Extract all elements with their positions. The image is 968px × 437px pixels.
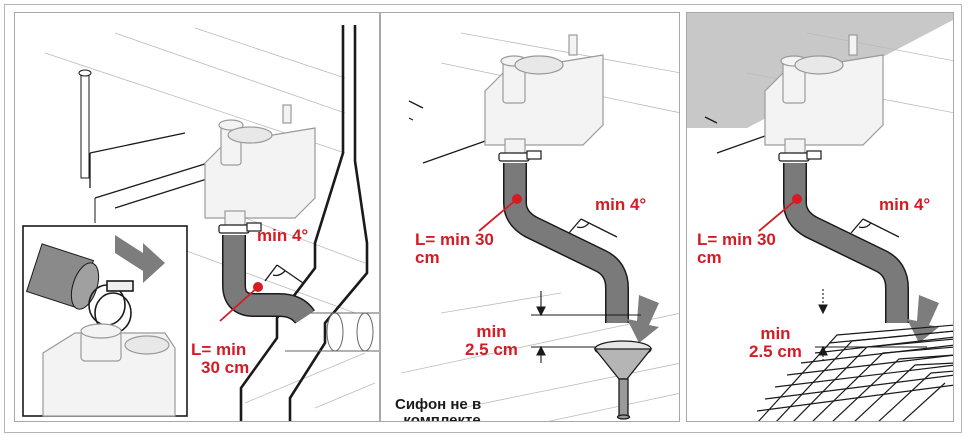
floor-grate-drain-illustration — [687, 13, 953, 421]
length-callout-line — [758, 198, 798, 232]
slope-angle-label: min 4° — [257, 226, 309, 245]
hose-length-line1: L= min 30 — [415, 230, 494, 249]
hose-length-line1: L= min 30 — [697, 230, 776, 249]
hose-length-label: L= min 30 cm — [697, 230, 776, 268]
clamp-detail-inset — [22, 225, 188, 417]
hose-length-line2: cm — [415, 248, 440, 268]
slope-angle-marker — [850, 218, 900, 238]
hose-length-label: L= min 30 cm — [191, 340, 250, 378]
siphon-funnel — [593, 340, 653, 420]
panel-wall-drain: min 4° L= min 30 cm — [14, 12, 380, 422]
gap-label-line1: min — [476, 322, 507, 341]
flow-arrow-icon — [907, 295, 939, 343]
slope-angle-label: min 4° — [879, 195, 931, 214]
siphon-drain-illustration — [400, 32, 679, 421]
figure-frame — [4, 4, 962, 433]
gap-label-line2: 2.5 cm — [465, 340, 518, 360]
slope-angle-marker — [264, 264, 304, 284]
siphon-note-line2: комплекте — [403, 412, 481, 422]
slope-angle-marker — [568, 218, 618, 238]
direction-arrow-icon — [115, 235, 165, 283]
siphon-not-included-note: Сифон не в комплекте — [395, 396, 482, 422]
gap-label-line2: 2.5 cm — [749, 342, 802, 362]
slope-angle-label: min 4° — [595, 195, 647, 214]
gap-label: min 2.5 cm — [465, 322, 518, 360]
gap-label: min 2.5 cm — [749, 324, 802, 362]
length-callout-line — [219, 286, 259, 322]
flow-arrow-icon — [627, 295, 659, 343]
floor-grate — [756, 324, 953, 421]
gap-dimension — [815, 289, 927, 363]
gap-label-line1: min — [760, 324, 791, 343]
panel-siphon-drain: min 4° L= min 30 cm min 2.5 cm Сифон не … — [380, 12, 680, 422]
hose-length-line2: 30 cm — [201, 358, 250, 378]
panel-floor-grate-drain: min 4° L= min 30 cm min 2.5 cm — [686, 12, 954, 422]
hose-length-line2: cm — [697, 248, 722, 268]
siphon-note-line1: Сифон не в — [395, 396, 482, 413]
hose-length-label: L= min 30 cm — [415, 230, 494, 268]
length-callout-line — [478, 198, 518, 232]
hose-length-line1: L= min — [191, 340, 247, 359]
wall-drain-illustration — [22, 25, 379, 421]
